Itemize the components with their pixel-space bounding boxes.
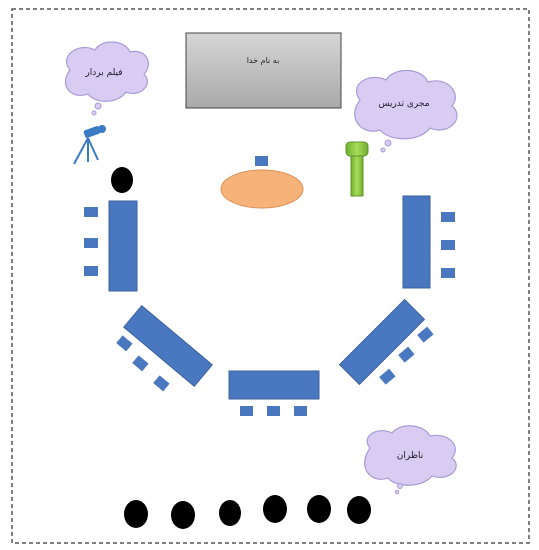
table-lower-left (123, 305, 213, 387)
chair-lower-right-3 (379, 368, 396, 385)
teacher-desk (220, 169, 304, 209)
teacher-chair (255, 156, 268, 166)
chair-left-1 (84, 207, 98, 217)
chair-bottom-2 (267, 406, 280, 416)
chair-lower-left-1 (116, 335, 133, 352)
observer-3 (219, 500, 241, 526)
chair-left-3 (84, 266, 98, 276)
observer-1 (124, 500, 148, 528)
chair-left-2 (84, 238, 98, 248)
table-bottom (228, 370, 320, 400)
chair-lower-right-1 (417, 326, 434, 343)
whiteboard: به نام خدا (185, 32, 342, 109)
chair-lower-left-3 (153, 375, 170, 392)
table-right (402, 195, 431, 289)
chair-bottom-1 (240, 406, 253, 416)
callout-host: مجری تدریس (354, 69, 458, 153)
observer-2 (171, 501, 195, 529)
table-left (108, 200, 138, 292)
observer-6 (347, 496, 371, 524)
observer-5 (307, 495, 331, 523)
callout-photographer-text: فیلم بردار (84, 68, 122, 78)
callout-observers-text: ناظران (397, 451, 424, 461)
chair-right-3 (441, 268, 455, 278)
chair-right-1 (441, 212, 455, 222)
observer-4 (263, 495, 287, 523)
chair-bottom-3 (294, 406, 307, 416)
callout-observers: ناظران (364, 425, 457, 495)
board-label: به نام خدا (247, 56, 280, 65)
camera-tripod-icon (73, 125, 106, 165)
chair-lower-right-2 (398, 346, 415, 363)
page-border (11, 8, 530, 544)
table-lower-right (338, 298, 426, 386)
chair-right-2 (441, 240, 455, 250)
callout-host-text: مجری تدریس (378, 99, 429, 109)
microphone-icon (345, 141, 369, 197)
chair-lower-left-2 (132, 355, 149, 372)
person-head-icon (111, 167, 133, 193)
callout-photographer: فیلم بردار (64, 41, 149, 116)
